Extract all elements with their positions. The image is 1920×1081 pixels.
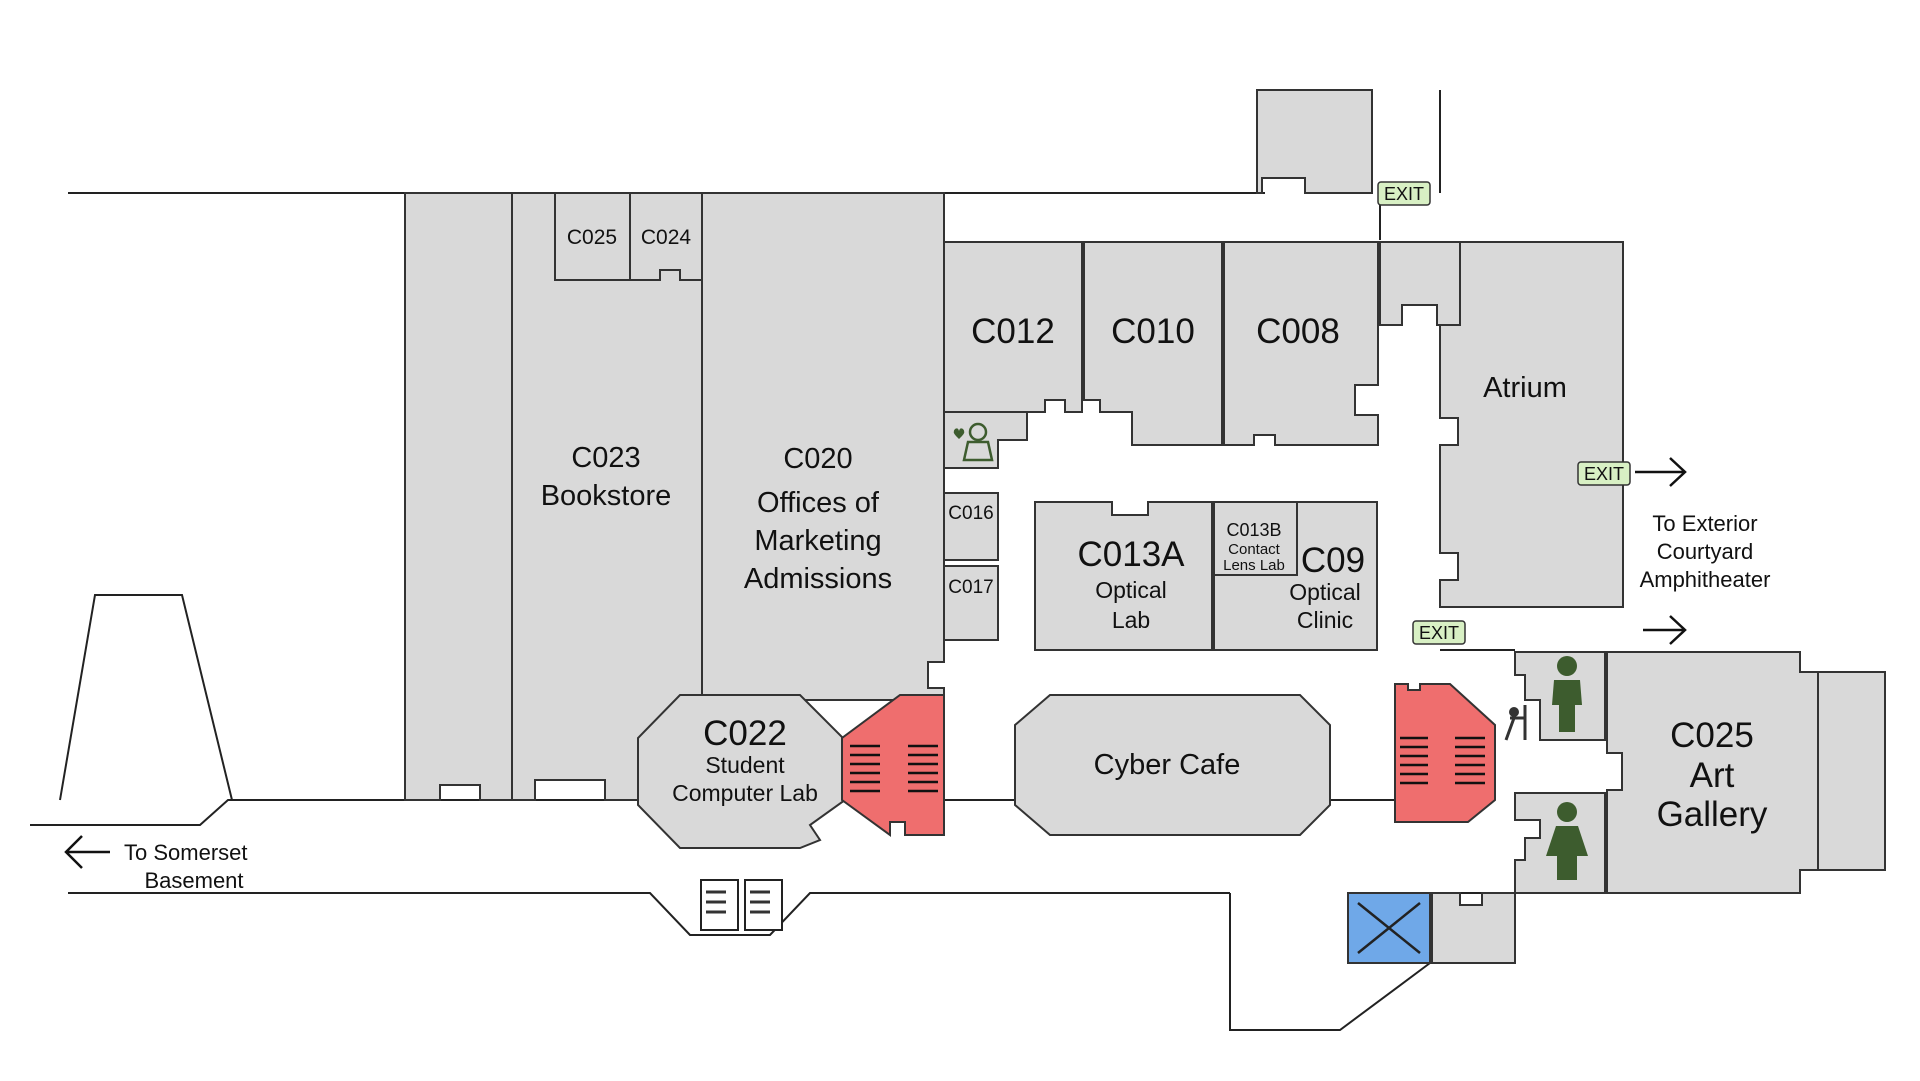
room-utility[interactable] — [1431, 892, 1516, 964]
room-c09-number: C09 — [1301, 541, 1365, 580]
room-c025-gallery-number: C025 — [1670, 716, 1754, 755]
room-c025-gallery[interactable] — [1606, 651, 1819, 894]
room-c010-number: C010 — [1111, 312, 1195, 351]
exit-sign-top: EXIT — [1377, 181, 1431, 206]
room-c008-number: C008 — [1256, 312, 1340, 351]
room-c012-number: C012 — [971, 312, 1055, 351]
room-c013a-name2: Lab — [1112, 607, 1150, 633]
room-c022-name: Student — [705, 752, 785, 778]
nursing-room-icon — [953, 422, 994, 462]
room-c023-number: C023 — [571, 442, 640, 474]
room-c013b[interactable] — [1213, 501, 1298, 576]
room-c022-number: C022 — [703, 714, 787, 753]
room-c017-number: C017 — [948, 577, 993, 598]
ramp-outline — [59, 594, 233, 801]
vending-machine-icon — [700, 879, 783, 931]
room-c013b-name: Contact — [1228, 541, 1281, 558]
svg-text:EXIT: EXIT — [1419, 623, 1459, 643]
room-atrium[interactable] — [1439, 241, 1624, 608]
stairs-west-treads — [850, 744, 938, 793]
svg-text:EXIT: EXIT — [1584, 464, 1624, 484]
stairs-east[interactable] — [1394, 683, 1496, 823]
room-c013a-number: C013A — [1077, 535, 1185, 574]
direction-courtyard-line3: Amphitheater — [1640, 567, 1771, 592]
room-c017[interactable] — [943, 565, 999, 641]
stairs-east-treads — [1400, 736, 1485, 785]
direction-somerset-line1: To Somerset — [124, 840, 248, 865]
room-c020-line1: Offices of — [757, 487, 880, 519]
room-atrium-name: Atrium — [1483, 372, 1567, 404]
room-cyber-cafe[interactable] — [1014, 694, 1331, 836]
room-c016[interactable] — [943, 492, 999, 561]
room-c020-number: C020 — [783, 443, 852, 475]
room-c016-number: C016 — [948, 503, 993, 524]
elevator[interactable] — [1347, 892, 1431, 964]
mens-restroom-icon — [1552, 656, 1582, 732]
room-c013a[interactable] — [1034, 501, 1213, 651]
room-c023-west[interactable] — [404, 192, 513, 801]
exit-sign-atrium: EXIT — [1577, 461, 1631, 486]
room-c013a-name: Optical — [1095, 577, 1167, 603]
direction-courtyard-line1: To Exterior — [1652, 511, 1757, 536]
room-c013b-name2: Lens Lab — [1223, 557, 1285, 574]
room-c09-name: Optical — [1289, 579, 1361, 605]
direction-somerset-line2: Basement — [144, 868, 243, 893]
water-fountain-icon — [1504, 705, 1527, 741]
room-c023-name: Bookstore — [541, 480, 672, 512]
room-c020-line3: Admissions — [744, 563, 892, 595]
room-atrium-vestibule[interactable] — [1379, 241, 1461, 326]
direction-courtyard-line2: Courtyard — [1657, 539, 1754, 564]
arrow-icon — [64, 457, 1687, 869]
room-north-alcove[interactable] — [1256, 89, 1373, 194]
room-gallery-annex[interactable] — [1817, 671, 1886, 871]
room-c013b-number: C013B — [1226, 520, 1281, 540]
stairs-west[interactable] — [841, 694, 945, 837]
room-c020-line2: Marketing — [754, 525, 881, 557]
room-c010[interactable] — [1083, 241, 1223, 446]
room-c025-small-number: C025 — [567, 226, 617, 249]
room-c025-gallery-name2: Gallery — [1657, 795, 1768, 834]
room-c09-name2: Clinic — [1297, 607, 1353, 633]
room-c022[interactable] — [637, 694, 846, 849]
stairs-icon — [841, 694, 945, 837]
stairs-icon — [1394, 683, 1496, 823]
room-c022-name2: Computer Lab — [672, 780, 818, 806]
room-c008[interactable] — [1223, 241, 1379, 446]
room-c024-number: C024 — [641, 226, 692, 249]
room-cyber-cafe-name: Cyber Cafe — [1094, 749, 1241, 781]
exit-sign-lower: EXIT — [1412, 620, 1466, 645]
womens-restroom-icon — [1546, 802, 1588, 880]
room-c025-gallery-name: Art — [1690, 756, 1735, 795]
svg-text:EXIT: EXIT — [1384, 184, 1424, 204]
